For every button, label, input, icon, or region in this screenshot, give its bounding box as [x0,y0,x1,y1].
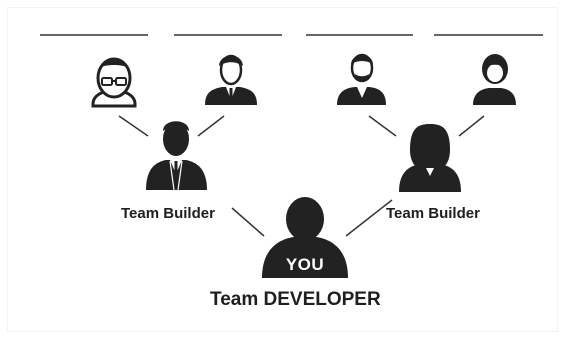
connector-lines [118,115,485,237]
connector-line [368,115,397,137]
person-woman-glasses-icon [91,57,137,108]
person-woman-icon [473,54,516,105]
you-figure-icon [262,197,348,278]
connector-line [118,115,149,137]
team-builder-left-label: Team Builder [121,205,215,222]
connector-line [345,199,393,237]
person-bearded-man-icon [337,53,386,105]
connector-line [458,115,485,137]
team-builder-right-label: Team Builder [386,205,480,222]
team-builder-man-icon [146,121,207,191]
you-label: YOU [285,255,325,274]
team-builder-woman-icon [399,124,461,192]
connector-line [231,207,265,237]
person-man-suit-icon [205,54,257,105]
team-developer-label: Team DEVELOPER [210,289,381,310]
connector-line [197,115,225,137]
